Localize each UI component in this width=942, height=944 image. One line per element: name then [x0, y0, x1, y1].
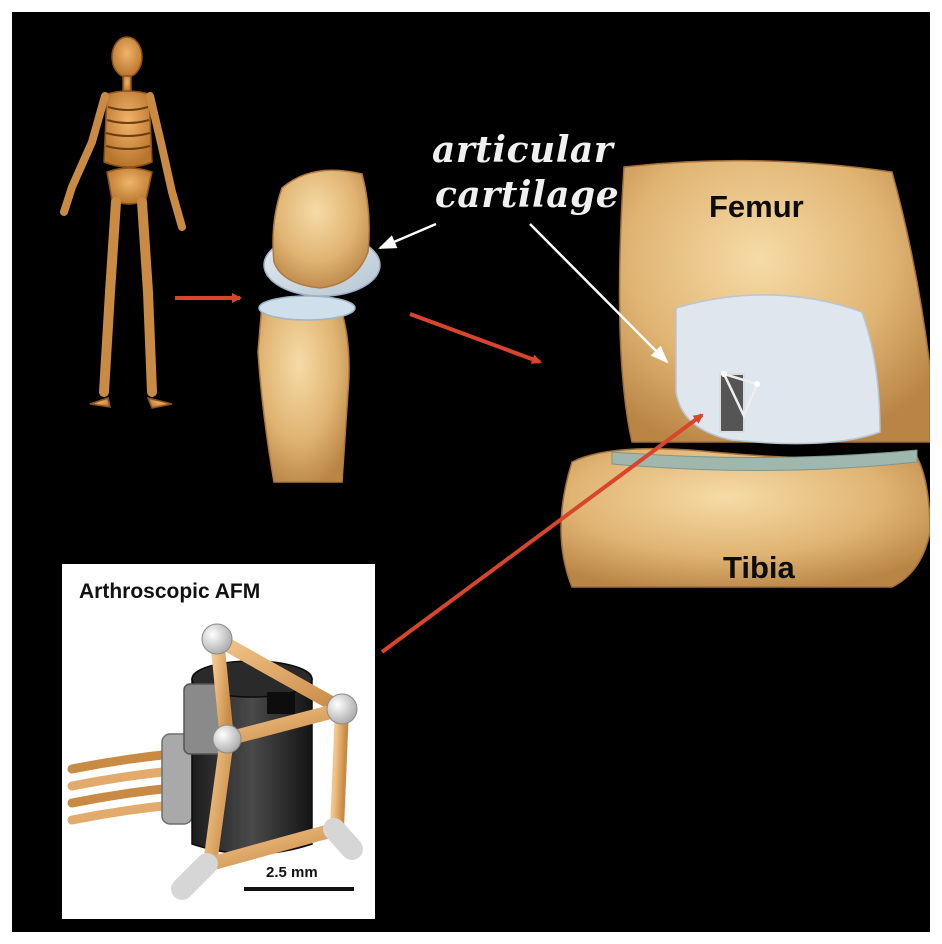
femur-bone: [273, 170, 369, 288]
left-leg: [104, 202, 116, 392]
scale-bar-label: 2.5 mm: [266, 864, 318, 881]
afm-device-illustration: [62, 564, 375, 919]
neck: [123, 76, 131, 92]
right-leg: [142, 202, 152, 392]
skeleton-illustration: [64, 37, 182, 408]
tibia-bone: [258, 300, 349, 482]
left-arm: [64, 96, 105, 212]
figure-panel: articular cartilage Femur Tibia Arthrosc…: [12, 12, 930, 932]
right-arm: [150, 96, 182, 227]
afm-probe-slot: [267, 692, 295, 714]
left-foot: [90, 398, 110, 407]
label-femur: Femur: [709, 189, 804, 225]
cartilage-closeup: [676, 295, 880, 444]
right-foot: [148, 398, 172, 408]
afm-inset-panel: Arthroscopic AFM: [62, 564, 375, 919]
afm-cables: [72, 754, 172, 820]
knee-joint-illustration: [258, 170, 380, 482]
skull: [112, 37, 142, 77]
label-tibia: Tibia: [723, 550, 795, 586]
arrow-knee-to-closeup: [410, 314, 540, 362]
meniscus: [259, 296, 355, 320]
arrow-label-to-cartilage: [380, 224, 436, 248]
scale-bar: [244, 887, 354, 891]
ribcage: [104, 91, 152, 167]
label-cartilage: cartilage: [435, 174, 619, 216]
label-articular: articular: [432, 129, 613, 171]
